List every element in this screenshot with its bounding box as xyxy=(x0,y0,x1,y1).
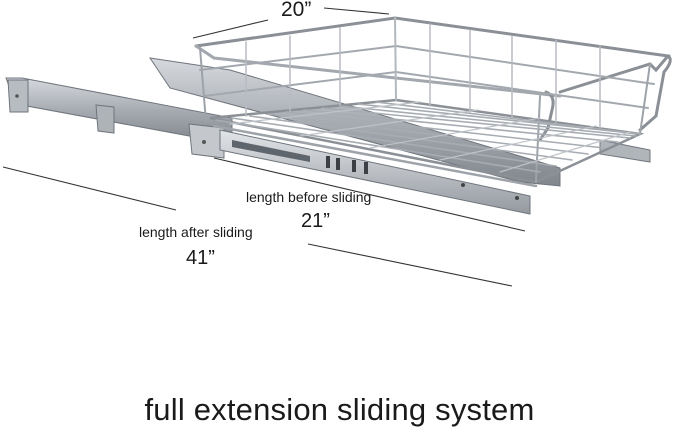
width-dimension-value: 20” xyxy=(281,0,312,21)
wire-basket xyxy=(194,16,672,188)
pull-out-basket-illustration xyxy=(2,7,672,287)
length-after-sliding-label: length after sliding xyxy=(139,224,253,240)
dimension-lines xyxy=(2,7,526,287)
caption: full extension sliding system xyxy=(144,392,535,427)
outer-slide-rail xyxy=(5,77,233,159)
length-after-sliding-value: 41” xyxy=(186,247,215,269)
length-before-sliding-label: length before sliding xyxy=(246,189,372,205)
length-before-sliding-value: 21” xyxy=(301,210,330,232)
